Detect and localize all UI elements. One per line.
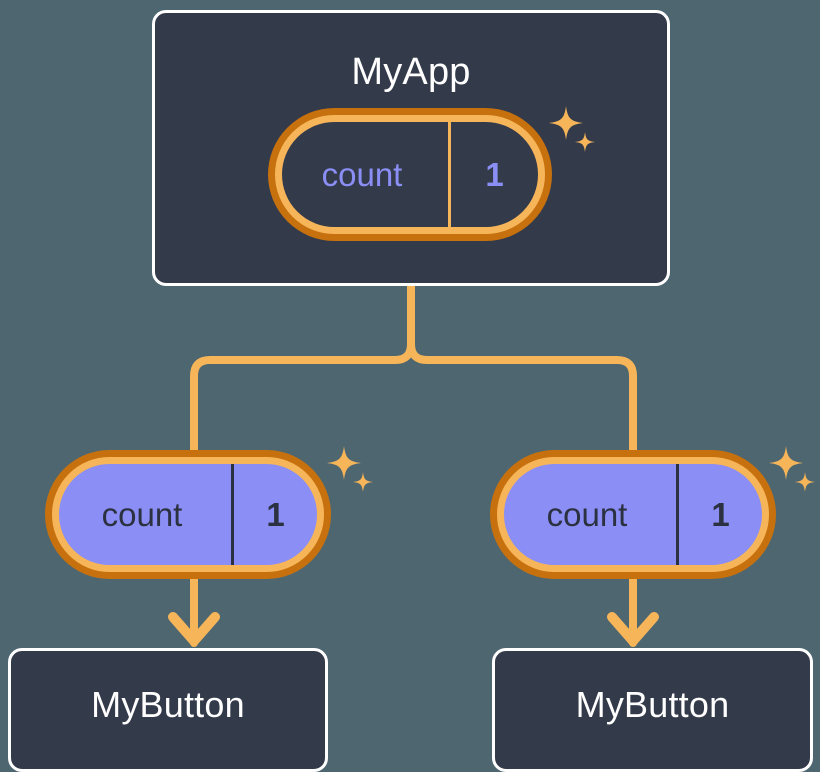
state-pill-left[interactable]: count 1 <box>45 450 331 579</box>
arrow-down-icon-left <box>168 612 220 646</box>
state-pill-left-inner: count 1 <box>52 457 324 572</box>
connector-app-to-right <box>407 282 637 454</box>
state-key-right: count <box>546 495 628 533</box>
state-pill-right-inner: count 1 <box>497 457 769 572</box>
component-title-mybutton-left: MyButton <box>91 684 245 725</box>
state-pill-myapp-inner: count 1 <box>275 115 545 234</box>
state-value-myapp: 1 <box>448 122 538 227</box>
component-title-myapp: MyApp <box>351 51 471 93</box>
state-value-right: 1 <box>676 464 762 565</box>
sparkle-icon <box>327 446 373 492</box>
component-title-mybutton-right: MyButton <box>575 684 730 725</box>
state-key-myapp: count <box>321 155 403 193</box>
state-key-left: count <box>101 495 183 533</box>
state-pill-myapp[interactable]: count 1 <box>268 108 552 241</box>
state-pill-right[interactable]: count 1 <box>490 450 776 579</box>
component-box-mybutton-left[interactable]: MyButton <box>8 648 328 772</box>
connector-app-to-left <box>190 282 415 454</box>
component-box-mybutton-right[interactable]: MyButton <box>492 648 813 772</box>
state-value-left: 1 <box>231 464 317 565</box>
arrow-down-icon-right <box>607 612 659 646</box>
